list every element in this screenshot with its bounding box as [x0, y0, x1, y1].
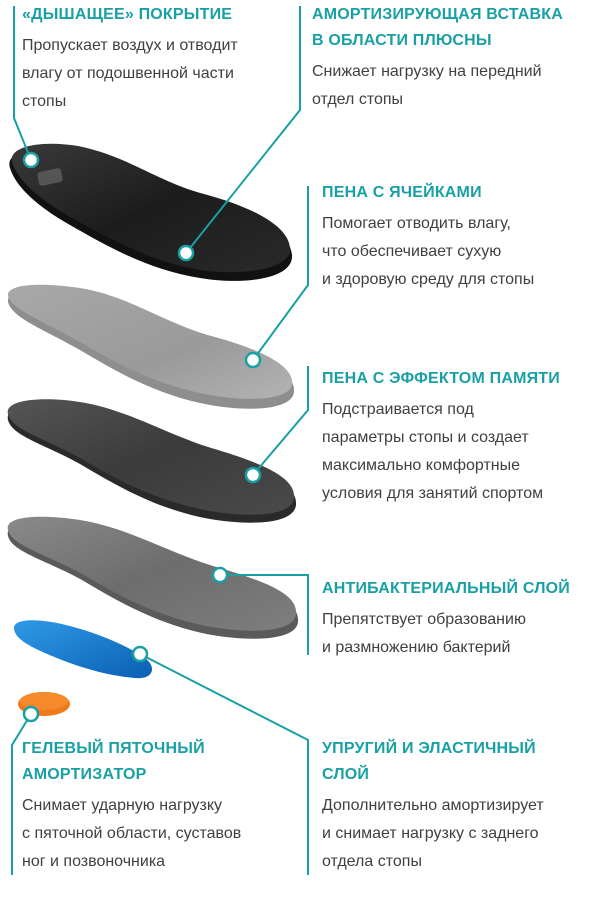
callout-description: Снимает ударную нагрузку с пяточной обла… [22, 797, 242, 870]
leader-breathable [13, 6, 32, 161]
marker-memory-foam [244, 466, 262, 484]
antibacterial-layer [7, 516, 299, 639]
callout-description: Пропускает воздух и отводит влагу от под… [22, 37, 238, 110]
top-cover-layer [9, 143, 293, 281]
callout-breathable: «ДЫШАЩЕЕ» ПОКРЫТИЕ Пропускает воздух и о… [22, 2, 294, 116]
leader-memory-foam [252, 366, 309, 476]
leader-antibacterial [220, 574, 309, 655]
cell-foam-layer [7, 284, 295, 409]
callout-title: УПРУГИЙ И ЭЛАСТИЧНЫЙ СЛОЙ [322, 740, 536, 783]
callout-title: ГЕЛЕВЫЙ ПЯТОЧНЫЙ АМОРТИЗАТОР [22, 740, 205, 783]
marker-metatarsal [177, 244, 195, 262]
callout-description: Снижает нагрузку на передний отдел стопы [312, 63, 542, 108]
marker-cell-foam [244, 351, 262, 369]
marker-elastic [131, 645, 149, 663]
callout-description: Дополнительно амортизирует и снимает наг… [322, 797, 544, 870]
leader-lines [11, 6, 309, 875]
callout-memory-foam: ПЕНА С ЭФФЕКТОМ ПАМЯТИ Подстраивается по… [322, 366, 598, 508]
leader-gel-heel [11, 713, 32, 875]
callout-description: Помогает отводить влагу, что обеспечивае… [322, 215, 535, 288]
metatarsal-insert-layer [14, 620, 153, 679]
callout-description: Подстраивается под параметры стопы и соз… [322, 401, 544, 502]
memory-foam-layer [7, 399, 297, 523]
callout-metatarsal: АМОРТИЗИРУЮЩАЯ ВСТАВКА В ОБЛАСТИ ПЛЮСНЫ … [312, 2, 598, 114]
callout-gel-heel: ГЕЛЕВЫЙ ПЯТОЧНЫЙ АМОРТИЗАТОР Снимает уда… [22, 736, 302, 876]
callout-antibacterial: АНТИБАКТЕРИАЛЬНЫЙ СЛОЙ Препятствует обра… [322, 576, 598, 662]
callout-title: «ДЫШАЩЕЕ» ПОКРЫТИЕ [22, 6, 233, 23]
callout-title: АНТИБАКТЕРИАЛЬНЫЙ СЛОЙ [322, 580, 570, 597]
leader-elastic [139, 653, 309, 875]
layer-markers [22, 151, 262, 723]
callout-description: Препятствует образованию и размножению б… [322, 611, 526, 656]
leader-metatarsal [185, 6, 301, 254]
callout-title: АМОРТИЗИРУЮЩАЯ ВСТАВКА В ОБЛАСТИ ПЛЮСНЫ [312, 6, 564, 49]
marker-gel-heel [22, 705, 40, 723]
callout-elastic: УПРУГИЙ И ЭЛАСТИЧНЫЙ СЛОЙ Дополнительно … [322, 736, 598, 876]
callout-title: ПЕНА С ЯЧЕЙКАМИ [322, 184, 482, 201]
leader-cell-foam [252, 186, 309, 361]
callout-cell-foam: ПЕНА С ЯЧЕЙКАМИ Помогает отводить влагу,… [322, 180, 598, 294]
marker-antibacterial [211, 566, 229, 584]
callout-title: ПЕНА С ЭФФЕКТОМ ПАМЯТИ [322, 370, 560, 387]
marker-breathable [22, 151, 40, 169]
